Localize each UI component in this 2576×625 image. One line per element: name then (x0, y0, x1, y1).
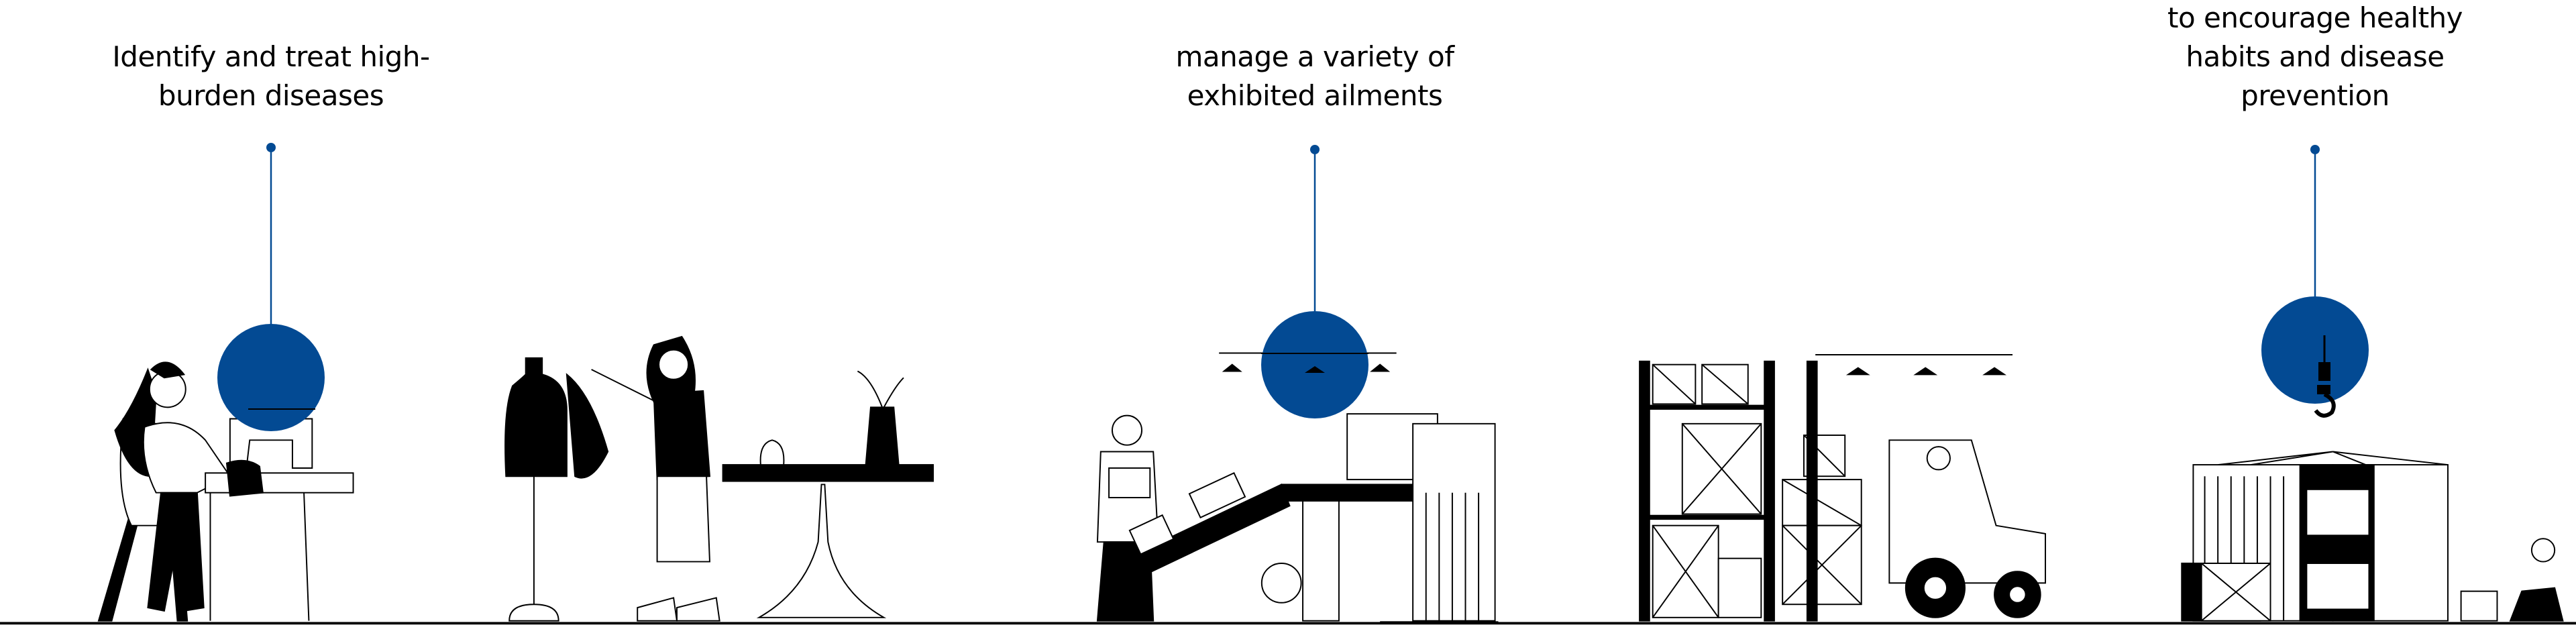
small-box (2460, 590, 2498, 622)
mannequin-base (508, 604, 559, 622)
crates (1652, 363, 1862, 618)
ceiling-lamp (1305, 366, 1325, 373)
tailor-scene (504, 335, 934, 622)
carried-box (1108, 467, 1151, 499)
caption-high-burden-diseases: Identify and treat high- burden diseases (112, 38, 430, 115)
silo-ribs (1425, 492, 1480, 621)
silo (1412, 422, 1496, 622)
ceiling-lamp (1845, 367, 1870, 376)
machine-column (1302, 500, 1340, 622)
tailor-head (658, 349, 690, 380)
marker-2 (1261, 145, 1368, 418)
forklift-mast (1806, 360, 1818, 622)
conveyor-top (1281, 484, 1414, 502)
caption-disease-prevention: to encourage healthy habits and disease … (2167, 0, 2463, 115)
caption-line: exhibited ailments (1187, 79, 1443, 112)
tailor-apron (656, 475, 710, 563)
marker-circle (217, 324, 325, 431)
container-scene (2181, 451, 2564, 622)
factory-scene (1096, 352, 1499, 624)
marker-dot (2310, 145, 2320, 154)
crane-hook-icon (2314, 392, 2336, 418)
worker-head (1111, 414, 1143, 446)
black-garment (566, 373, 609, 479)
woman-trousers (147, 492, 205, 612)
table-leg (303, 492, 310, 621)
ceiling-lamp (1913, 367, 1938, 376)
crane-block (2317, 385, 2330, 394)
fabric (225, 459, 264, 497)
conveyor-belt (1108, 484, 1291, 589)
vase (865, 406, 900, 466)
pin-cushion (759, 439, 785, 466)
sewing-scene (97, 361, 354, 622)
wheel-hub (2008, 585, 2027, 604)
side-table-top (722, 464, 934, 482)
shelf-post (1639, 360, 1650, 622)
wheel-hub (1923, 575, 1948, 600)
caption-line: prevention (2241, 79, 2390, 112)
marker-dot (266, 143, 276, 152)
caption-line: habits and disease (2186, 40, 2445, 73)
crate (2306, 488, 2370, 536)
mannequin-body (504, 357, 568, 477)
marker-1 (217, 143, 325, 431)
crane-block (2318, 362, 2330, 381)
conveyor-box (1128, 514, 1175, 555)
ceiling-lamp (1370, 363, 1391, 372)
tailor-arm (591, 369, 658, 403)
forklift-body (1888, 439, 2046, 584)
marker-circle (1261, 311, 1368, 418)
side-table-pedestal (756, 484, 887, 618)
marker-dot (1310, 145, 1320, 154)
driver-head (1926, 446, 1951, 471)
worker-head (2530, 538, 2556, 563)
worker-legs (2509, 587, 2564, 622)
ceiling-lamp (1982, 367, 2007, 376)
crate (2306, 563, 2370, 610)
conveyor-box (1188, 471, 1246, 519)
crane-slings (2218, 451, 2449, 466)
ceiling-lamp (1222, 363, 1242, 372)
caption-exhibited-ailments: manage a variety of exhibited ailments (1176, 38, 1454, 115)
tailor-vest (653, 390, 711, 481)
caption-line: to encourage healthy (2167, 1, 2463, 34)
marker-circle (2261, 296, 2369, 404)
caption-line: burden diseases (158, 79, 384, 112)
container-ribs (2204, 476, 2285, 621)
shelf-post (1764, 360, 1775, 622)
fan-wheel (1260, 563, 1302, 604)
warehouse-scene (1639, 354, 2046, 622)
woman-hair-top (150, 361, 186, 379)
marker-3 (2261, 145, 2369, 418)
tailor-shoe (637, 597, 678, 622)
caption-line: manage a variety of (1175, 40, 1454, 73)
caption-line: Identify and treat high- (112, 40, 430, 73)
tailor-shoe (676, 597, 720, 622)
vase-leaves (857, 370, 904, 408)
